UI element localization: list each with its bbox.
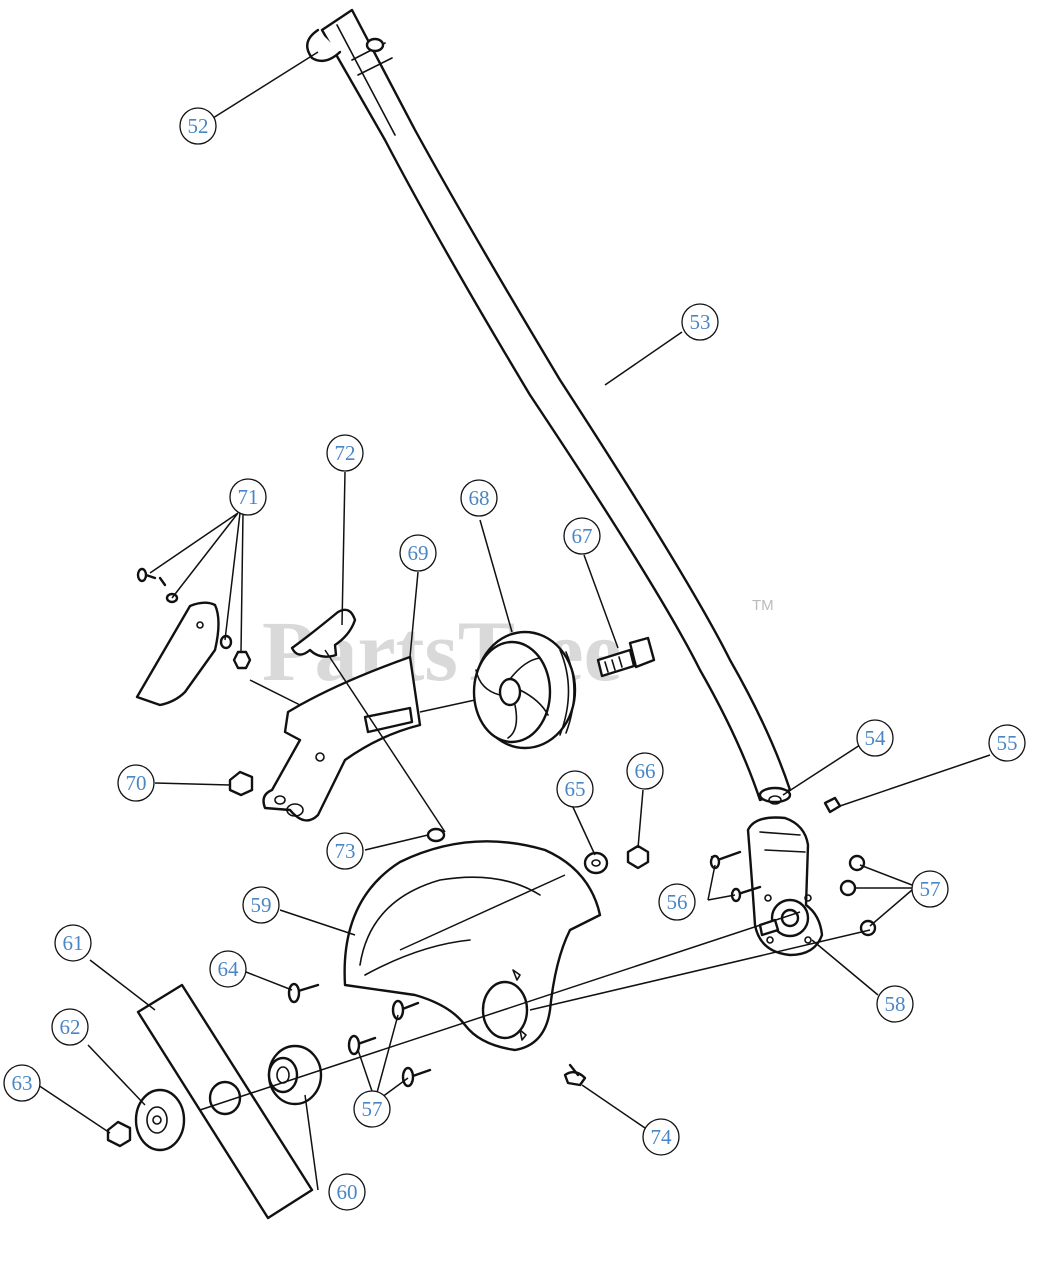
- watermark-trademark: TM: [752, 597, 774, 614]
- svg-text:57: 57: [920, 877, 941, 901]
- callout-65: 65: [556, 770, 594, 808]
- carriage-bolt: [563, 1063, 587, 1087]
- svg-text:62: 62: [60, 1015, 81, 1039]
- svg-text:54: 54: [865, 726, 887, 750]
- guide-wheel: [472, 630, 577, 750]
- blade-washer: [134, 1088, 186, 1152]
- callout-68: 68: [460, 479, 498, 517]
- svg-text:56: 56: [667, 890, 688, 914]
- svg-text:69: 69: [408, 541, 429, 565]
- callout-58: 58: [876, 985, 914, 1023]
- callout-66: 66: [626, 752, 664, 790]
- svg-text:61: 61: [63, 931, 84, 955]
- svg-text:57: 57: [362, 1097, 383, 1121]
- callout-leaders: [37, 51, 991, 1191]
- svg-text:72: 72: [335, 441, 356, 465]
- callout-64: 64: [209, 950, 247, 988]
- callout-59: 59: [242, 886, 280, 924]
- wheel-bracket: [262, 655, 422, 822]
- callout-54: 54: [856, 719, 894, 757]
- depth-plate: [135, 567, 252, 707]
- bracket-nut: [228, 770, 254, 797]
- callout-62: 62: [51, 1008, 89, 1046]
- assembly-lines: [199, 649, 871, 1111]
- svg-text:65: 65: [565, 777, 586, 801]
- guard-bolts: [287, 982, 432, 1088]
- svg-text:71: 71: [238, 485, 259, 509]
- callout-56: 56: [658, 883, 696, 921]
- blade-spacer: [267, 1044, 323, 1106]
- callout-74: 74: [642, 1118, 680, 1156]
- svg-text:59: 59: [251, 893, 272, 917]
- gear-head-screw: [823, 796, 842, 814]
- svg-text:68: 68: [469, 486, 490, 510]
- svg-text:70: 70: [126, 771, 147, 795]
- callout-55: 55: [988, 724, 1026, 762]
- blade-nut: [106, 1120, 132, 1148]
- callout-57-right: 57: [911, 870, 949, 908]
- callout-71: 71: [229, 478, 267, 516]
- svg-text:55: 55: [997, 731, 1018, 755]
- wheel-axle-bolt: [596, 636, 656, 678]
- callout-69: 69: [399, 534, 437, 572]
- svg-text:63: 63: [12, 1071, 33, 1095]
- callout-57-bottom: 57: [353, 1090, 391, 1128]
- gear-head-assembly: [746, 816, 824, 957]
- callout-73: 73: [326, 832, 364, 870]
- callout-63: 63: [3, 1064, 41, 1102]
- knob-washer: [426, 827, 446, 843]
- wheel-washer: [583, 851, 609, 875]
- blade-guard: [343, 840, 602, 1052]
- callout-61: 61: [54, 924, 92, 962]
- svg-text:74: 74: [651, 1125, 673, 1149]
- svg-text:66: 66: [635, 759, 656, 783]
- svg-text:73: 73: [335, 839, 356, 863]
- svg-text:64: 64: [218, 957, 240, 981]
- svg-text:60: 60: [337, 1180, 358, 1204]
- callout-52: 52: [179, 107, 217, 145]
- svg-text:53: 53: [690, 310, 711, 334]
- adjustment-knob: [290, 608, 357, 658]
- callout-67: 67: [563, 517, 601, 555]
- callout-53: 53: [681, 303, 719, 341]
- wheel-nut: [626, 844, 650, 870]
- svg-text:58: 58: [885, 992, 906, 1016]
- callout-60: 60: [328, 1173, 366, 1211]
- callout-70: 70: [117, 764, 155, 802]
- hex-nuts: [839, 854, 877, 937]
- svg-text:67: 67: [572, 524, 593, 548]
- svg-text:52: 52: [188, 114, 209, 138]
- callout-72: 72: [326, 434, 364, 472]
